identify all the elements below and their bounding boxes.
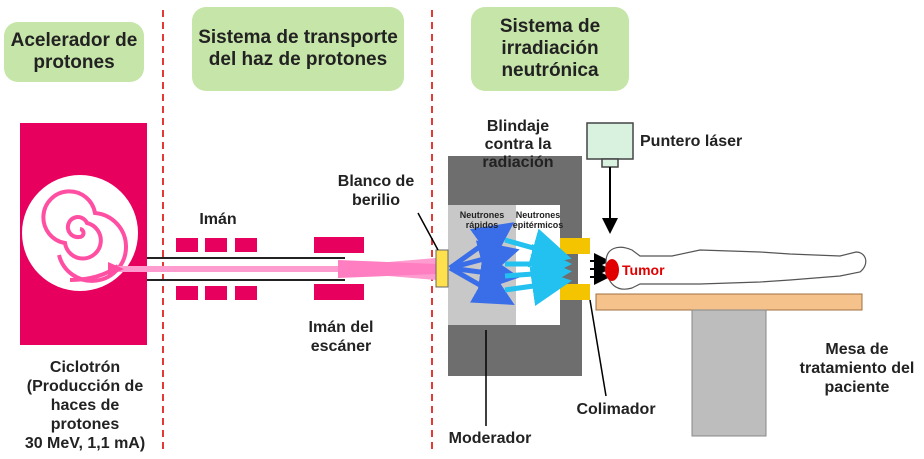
patient-outline: [605, 246, 867, 290]
fast-neutrons-line-1: Neutrones: [459, 210, 505, 220]
treatment-table-line-1: Mesa de: [825, 341, 889, 358]
table-base: [691, 309, 767, 437]
beryllium-target: [435, 249, 449, 288]
laser-pointer-label: Puntero láser: [640, 133, 743, 150]
epithermal-neutrons-label: Neutrones epitérmicos: [505, 210, 571, 230]
treatment-table-line-3: paciente: [824, 379, 890, 396]
scanner-magnet-line-2: escáner: [310, 338, 372, 355]
cyclotron-label: Ciclotrón (Producción de haces de proton…: [0, 358, 170, 453]
section-irradiation: Sistema de irradiación neutrónica: [471, 7, 629, 91]
scanner-magnet-label: Imán del escáner: [296, 318, 386, 356]
fast-neutrons-line-2: rápidos: [465, 220, 499, 230]
section-transport: Sistema de transporte del haz de protone…: [192, 7, 404, 91]
collimator-label: Colimador: [576, 401, 656, 418]
epithermal-neutron-arrows: [504, 228, 572, 306]
treatment-table-label: Mesa de tratamiento del paciente: [790, 340, 924, 397]
section-transport-text: Sistema de transporte del haz de protone…: [198, 27, 398, 70]
fast-neutron-arrows: [448, 222, 520, 305]
cyclotron-desc-1: (Producción de: [26, 378, 144, 395]
scanner-magnet: [314, 237, 364, 300]
epithermal-neutrons-line-2: epitérmicos: [512, 220, 564, 230]
tumor: [605, 259, 619, 281]
beryllium-target-line-1: Blanco de: [337, 173, 415, 190]
shielding-line-3: radiación: [482, 154, 554, 171]
cyclotron-desc-3: protones: [50, 416, 120, 433]
treatment-table-line-2: tratamiento del: [799, 360, 915, 377]
cyclotron: [20, 123, 147, 345]
table-top: [595, 293, 863, 311]
laser-pointer: [586, 122, 634, 234]
magnet-label: Imán: [199, 211, 237, 228]
tumor-label: Tumor: [622, 262, 665, 278]
beryllium-target-label: Blanco de berilio: [326, 172, 426, 210]
shielding-line-1: Blindaje: [486, 118, 550, 135]
section-irradiation-text: Sistema de irradiación neutrónica: [499, 16, 601, 81]
section-accelerator: Acelerador de protones: [4, 22, 144, 82]
proton-beam: [118, 258, 436, 280]
moderator-label: Moderador: [448, 430, 532, 447]
shielding-line-2: contra la: [484, 136, 552, 153]
cyclotron-desc-2: haces de: [50, 397, 120, 414]
epithermal-neutrons-line-1: Neutrones: [515, 210, 561, 220]
section-accelerator-text: Acelerador de protones: [10, 30, 138, 73]
beryllium-target-line-2: berilio: [351, 192, 400, 209]
scanner-magnet-line-1: Imán del: [308, 319, 374, 336]
cyclotron-name: Ciclotrón: [49, 359, 121, 376]
shielding-label: Blindaje contra la radiación: [466, 118, 570, 172]
fast-neutrons-label: Neutrones rápidos: [449, 210, 515, 230]
magnet-group: [176, 238, 257, 300]
cyclotron-specs: 30 MeV, 1,1 mA): [24, 435, 146, 452]
